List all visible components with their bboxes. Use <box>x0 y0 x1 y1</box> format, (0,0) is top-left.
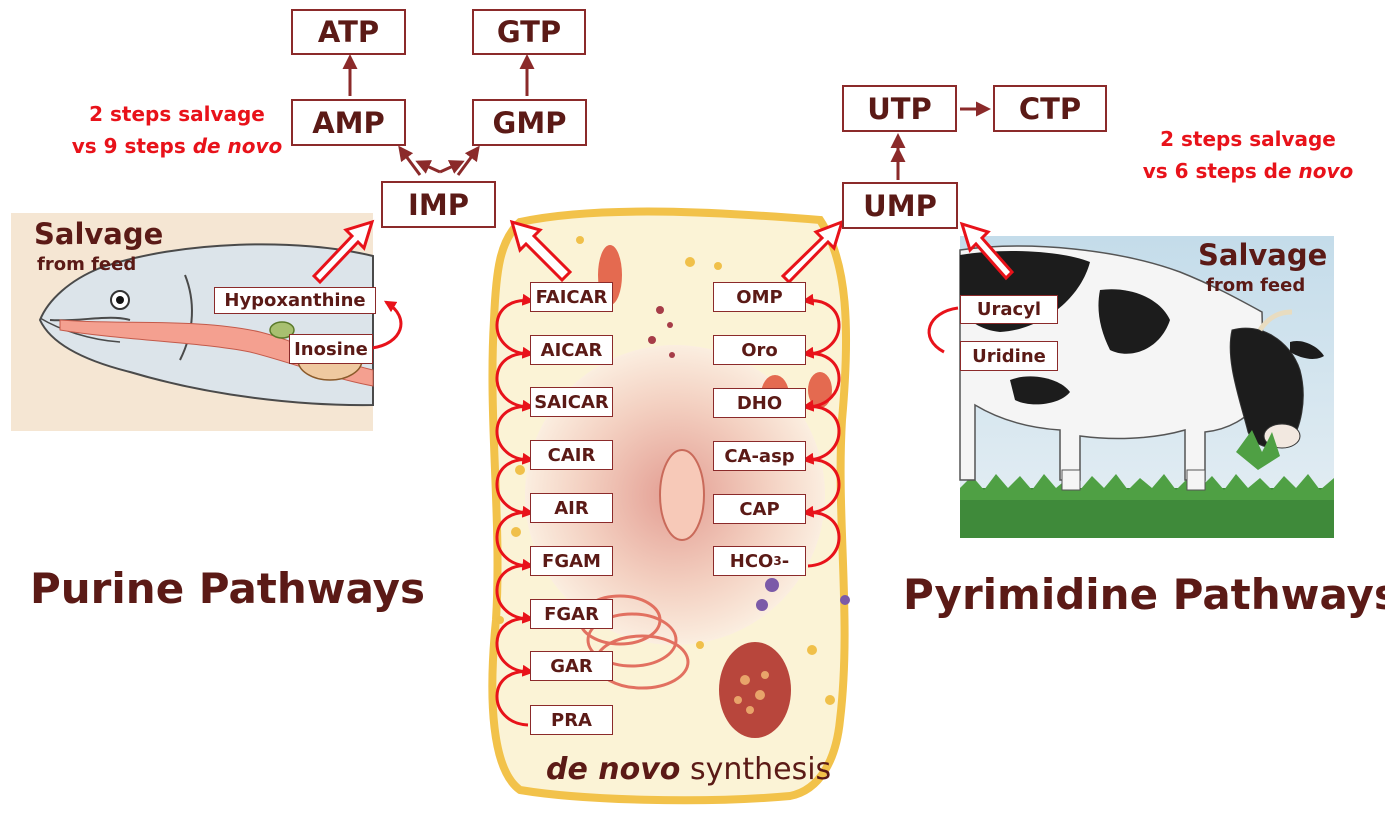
step-arrow <box>801 346 841 409</box>
purine-step-faicar: FAICAR <box>530 282 613 312</box>
purine-top-arrows <box>342 54 535 176</box>
purine-step-fgam: FGAM <box>530 546 613 576</box>
ump-node: UMP <box>842 182 958 229</box>
gmp-node: GMP <box>472 99 587 146</box>
pyrimidine-step-ca-asp: CA-asp <box>713 441 806 471</box>
de-novo-synthesis-label: de novo synthesis <box>546 752 832 787</box>
pyrimidine-note-line1: 2 steps salvage <box>1160 127 1336 151</box>
salvage-arrows <box>371 300 959 354</box>
purine-step-air: AIR <box>530 493 613 523</box>
purine-note-line2: vs 9 steps de novo <box>71 134 283 158</box>
purine-step-cair: CAIR <box>530 440 613 470</box>
ctp-node: CTP <box>993 85 1107 132</box>
step-arrow <box>495 346 535 409</box>
pyrimidine-top-arrows <box>890 101 991 180</box>
purine-step-aicar: AICAR <box>530 335 613 365</box>
step-arrow <box>495 664 535 727</box>
utp-node: UTP <box>842 85 957 132</box>
step-arrow <box>495 452 535 515</box>
purine-step-arrows <box>495 293 535 727</box>
purine-step-saicar: SAICAR <box>530 387 613 417</box>
inosine-node: Inosine <box>289 334 373 364</box>
step-arrow <box>495 505 535 568</box>
purine-pathways-title: Purine Pathways <box>30 564 426 613</box>
atp-node: ATP <box>291 9 406 55</box>
uracyl-node: Uracyl <box>960 295 1058 324</box>
pyrimidine-salvage-sublabel: from feed <box>1206 275 1306 296</box>
purine-note: 2 steps salvage vs 9 steps de novo <box>62 98 292 162</box>
step-arrow <box>801 505 841 568</box>
pyrimidine-pathways-title: Pyrimidine Pathways <box>903 570 1385 619</box>
pyrimidine-step-arrows <box>801 293 841 568</box>
pyrimidine-salvage-label: Salvage <box>1198 238 1328 272</box>
gtp-node: GTP <box>472 9 586 55</box>
fish-illustration <box>11 213 374 431</box>
step-arrow <box>495 558 535 621</box>
pyrimidine-step-cap: CAP <box>713 494 806 524</box>
pyrimidine-step-oro: Oro <box>713 335 806 365</box>
purine-salvage-sublabel: from feed <box>37 254 137 275</box>
pyrimidine-note-line2: vs 6 steps de novo <box>1142 159 1354 183</box>
pyrimidine-step-dho: DHO <box>713 388 806 418</box>
amp-node: AMP <box>291 99 406 146</box>
flux-arrows <box>311 219 1015 285</box>
pyrimidine-note: 2 steps salvage vs 6 steps de novo <box>1128 123 1368 187</box>
step-arrow <box>801 293 841 356</box>
purine-step-pra: PRA <box>530 705 613 735</box>
purine-salvage-label: Salvage <box>34 217 164 251</box>
purine-step-fgar: FGAR <box>530 599 613 629</box>
purine-note-line1: 2 steps salvage <box>89 102 265 126</box>
hypoxanthine-node: Hypoxanthine <box>214 287 376 314</box>
step-arrow <box>495 611 535 674</box>
pyrimidine-step-omp: OMP <box>713 282 806 312</box>
uridine-node: Uridine <box>960 341 1058 371</box>
step-arrow <box>801 452 841 515</box>
step-arrow <box>801 399 841 462</box>
step-arrow <box>495 293 535 356</box>
step-arrow <box>495 399 535 462</box>
imp-node: IMP <box>381 181 496 228</box>
purine-step-gar: GAR <box>530 651 613 681</box>
